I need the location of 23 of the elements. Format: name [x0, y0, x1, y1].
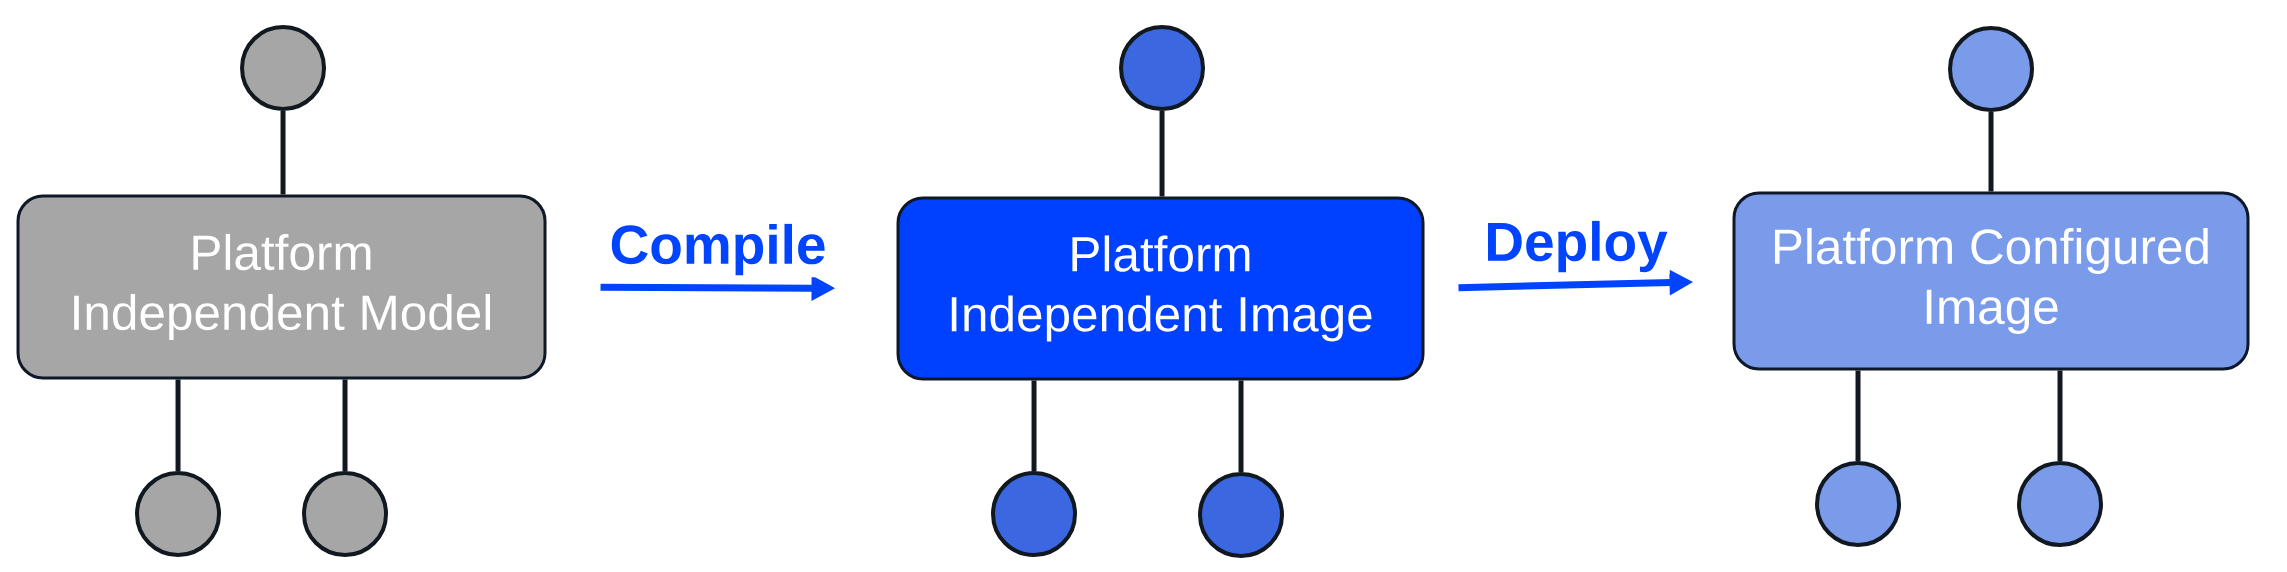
circle-node: [1948, 26, 2034, 112]
circle-node: [302, 471, 388, 557]
edge-label: Compile: [607, 221, 829, 278]
connector-line: [280, 111, 286, 195]
connector-line: [2057, 370, 2063, 461]
circle-node: [2017, 461, 2103, 547]
process-box: Platform Independent Image: [896, 196, 1425, 381]
connector-line: [175, 379, 181, 471]
process-box: Platform Independent Model: [16, 194, 547, 380]
circle-node: [240, 25, 326, 111]
circle-node: [1815, 461, 1901, 547]
connector-line: [1159, 111, 1165, 197]
circle-node: [135, 471, 221, 557]
process-box: Platform Configured Image: [1732, 191, 2250, 371]
connector-line: [342, 379, 348, 471]
connector-line: [1988, 112, 1994, 192]
circle-node: [991, 471, 1077, 557]
circle-node: [1198, 472, 1284, 558]
connector-line: [1031, 380, 1037, 471]
edge-label: Deploy: [1482, 218, 1670, 275]
circle-node: [1119, 25, 1205, 111]
connector-line: [1238, 380, 1244, 472]
connector-line: [1855, 370, 1861, 461]
